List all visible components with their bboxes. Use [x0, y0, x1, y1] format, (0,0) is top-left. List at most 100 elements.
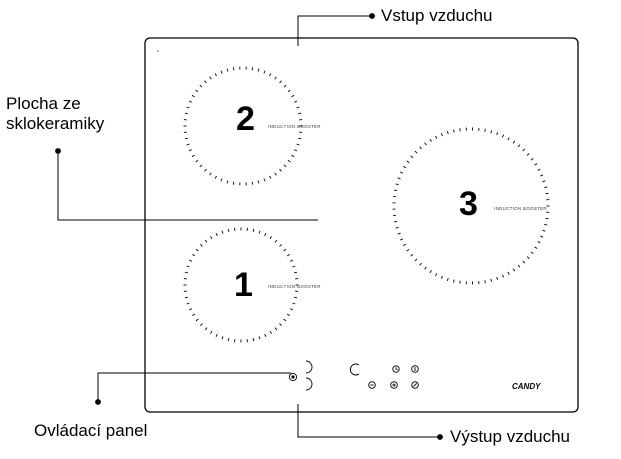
- timer-icon[interactable]: [392, 365, 400, 373]
- zone-ring-tick: [544, 223, 548, 226]
- zone-ring-tick: [517, 264, 521, 268]
- zone-ring-tick: [257, 180, 260, 184]
- air-outlet-leader: [297, 404, 440, 438]
- zone-ring-tick: [279, 244, 282, 247]
- zone-ring-tick: [269, 236, 272, 240]
- slider-lower-arc-icon[interactable]: [305, 377, 313, 391]
- zone-ring-tick: [410, 253, 414, 257]
- zone-ring-tick: [291, 154, 295, 158]
- zone-booster-label: INDUCTION BOOSTER: [268, 284, 321, 289]
- zone-ring-tick: [215, 232, 218, 237]
- zone-ring-tick: [274, 327, 278, 331]
- zone-ring-tick: [397, 177, 401, 180]
- zone-ring-tick: [220, 178, 223, 182]
- label-glass-surface: Plocha ze sklokeramiky: [6, 94, 105, 133]
- zone-ring-tick: [530, 157, 534, 161]
- zone-ring-tick: [188, 149, 192, 152]
- zone-ring-tick: [283, 318, 287, 322]
- zone-ring-tick: [394, 220, 398, 223]
- zone-ring-tick: [530, 251, 534, 255]
- zone-ring-tick: [199, 164, 203, 168]
- zone-select-dot-inner: [291, 375, 295, 379]
- zone-ring-tick: [294, 296, 298, 299]
- zone-number: 1: [234, 266, 253, 304]
- control-panel-leader: [97, 372, 291, 402]
- zone-ring-tick: [394, 189, 398, 192]
- zone-ring-tick: [221, 336, 224, 340]
- zone-ring-tick: [220, 70, 223, 74]
- zone-number: 2: [236, 100, 255, 138]
- zone-ring-tick: [258, 336, 261, 340]
- zone-ring-tick: [496, 132, 499, 136]
- zone-ring-tick: [490, 130, 493, 134]
- zone-ring-tick: [540, 235, 544, 238]
- zone-ring-tick: [269, 73, 272, 77]
- zone-ring-tick: [484, 128, 486, 132]
- zone-ring-tick: [184, 112, 188, 115]
- zone-ring-tick: [226, 180, 229, 184]
- leader-lines: [55, 13, 443, 440]
- pause-icon[interactable]: [411, 381, 419, 389]
- zone-ring-tick: [395, 226, 399, 229]
- label-air-outlet: Výstup vzduchu: [450, 427, 571, 446]
- zone-ring-tick: [542, 180, 546, 183]
- zone-ring-tick: [292, 265, 296, 268]
- zone-ring-tick: [214, 73, 217, 77]
- zone-ring-tick: [199, 84, 203, 88]
- plus-icon[interactable]: [390, 381, 398, 389]
- zone-ring-tick: [446, 277, 449, 281]
- zone-ring-tick: [200, 323, 203, 326]
- zone-ring-tick: [534, 246, 538, 249]
- zone-ring-tick: [195, 159, 199, 163]
- zone-select-dot[interactable]: [288, 372, 298, 382]
- zone-ring-tick: [414, 150, 418, 154]
- slider-upper-arc-icon[interactable]: [305, 360, 313, 374]
- zone-booster-label: INDUCTION BOOSTER: [494, 206, 547, 211]
- glass-surface-dot: [55, 148, 61, 154]
- brand-logo: CANDY: [512, 382, 541, 391]
- label-control-panel: Ovládací panel: [34, 421, 148, 440]
- minus-icon[interactable]: [368, 381, 376, 389]
- zone-ring-tick: [395, 183, 399, 186]
- label-air-inlet: Vstup vzduchu: [381, 6, 493, 25]
- power-icon[interactable]: [349, 363, 360, 376]
- zone-ring-tick: [279, 80, 282, 84]
- zone-ring-tick: [283, 164, 287, 168]
- glass-surface-leader: [57, 151, 318, 221]
- zone-ring-tick: [204, 168, 207, 172]
- zone-ring-tick: [540, 174, 544, 177]
- zone-ring-tick: [263, 178, 266, 182]
- zone-ring-tick: [501, 274, 505, 278]
- zone-ring-tick: [298, 137, 302, 140]
- zone-ring-tick: [252, 338, 255, 342]
- zone-ring-tick: [192, 254, 196, 257]
- zone-ring-tick: [298, 112, 302, 115]
- zone-ring-tick: [400, 238, 404, 241]
- zone-ring-tick: [296, 106, 300, 109]
- hob-surface: [144, 37, 579, 413]
- zone-ring-tick: [544, 186, 548, 189]
- zone-ring-tick: [526, 256, 530, 259]
- zone-ring-tick: [257, 68, 260, 72]
- zone-ring-tick: [258, 230, 261, 234]
- zone-ring-tick: [184, 137, 188, 140]
- zone-ring-tick: [274, 172, 277, 176]
- zone-ring-tick: [501, 134, 505, 138]
- zone-ring-tick: [453, 279, 455, 283]
- zone-ring-tick: [283, 248, 287, 252]
- zone-ring-tick: [453, 129, 455, 133]
- zone-ring-tick: [264, 232, 267, 237]
- zone-ring-tick: [195, 89, 199, 93]
- zone-ring-tick: [289, 308, 294, 311]
- zone-ring-tick: [214, 175, 217, 179]
- zone-ring-tick: [287, 89, 291, 93]
- control-panel: [288, 360, 419, 391]
- zone-ring-tick: [289, 259, 294, 262]
- zone-booster-label: INDUCTION BOOSTER: [268, 124, 321, 129]
- lock-icon[interactable]: [411, 365, 419, 373]
- zone-ring-tick: [294, 100, 298, 103]
- zone-ring-tick: [435, 273, 438, 277]
- zone-ring-tick: [429, 138, 432, 142]
